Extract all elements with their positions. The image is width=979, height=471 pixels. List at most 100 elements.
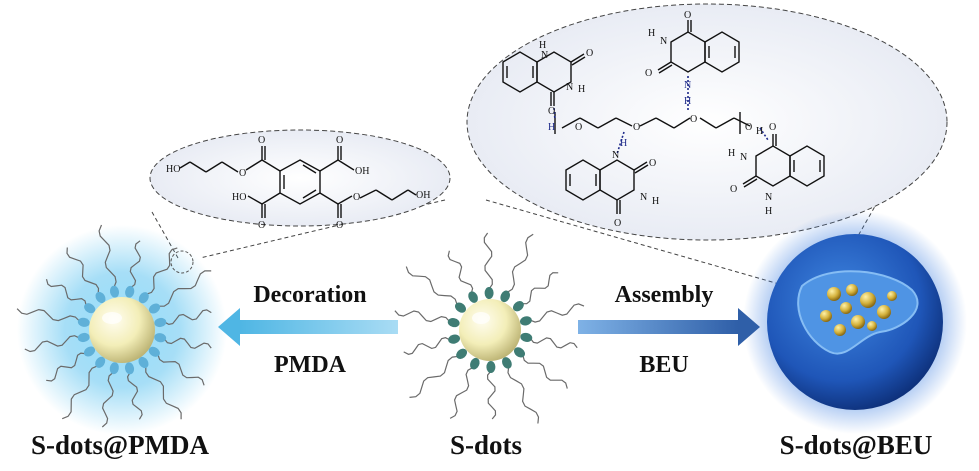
ligand-anchor <box>154 333 167 343</box>
ligand-anchor <box>484 287 494 299</box>
encapsulated-s-dot <box>851 315 865 329</box>
atom-ho: HO <box>166 164 180 175</box>
ligand-anchor <box>83 346 96 357</box>
ligand-chain <box>126 371 143 420</box>
ligand-chain <box>129 240 141 289</box>
ligand-chain <box>521 272 559 305</box>
ligand-anchor <box>500 290 510 303</box>
atom-n: N <box>740 152 747 163</box>
ligand-anchor <box>95 291 106 304</box>
ligand-chain <box>394 310 451 323</box>
atom-o: O <box>239 168 246 179</box>
encapsulated-s-dot <box>840 302 852 314</box>
atom-ho: HO <box>232 192 246 203</box>
ligand-anchor <box>77 332 90 343</box>
ligand-anchor <box>512 301 524 312</box>
ligand-chain <box>529 303 585 323</box>
atom-o: O <box>684 10 691 21</box>
beu-structure-callout: H N O N H O H O O O O H H N O O N H H N … <box>466 3 948 291</box>
ligand-chain <box>522 354 568 389</box>
ligand-anchor <box>84 303 96 314</box>
ligand-anchor <box>456 348 468 359</box>
ligand-chain <box>405 266 458 306</box>
ligand-anchor <box>109 362 119 375</box>
ligand-anchor <box>148 346 160 357</box>
ligand-anchor <box>138 356 149 369</box>
atom-h: H <box>728 148 735 159</box>
atom-h: H <box>548 122 555 133</box>
decoration-label: Decoration <box>253 282 367 308</box>
ligand-anchor <box>148 303 161 314</box>
ligand-chain <box>157 270 212 307</box>
s-dots-label: S-dots <box>449 430 523 460</box>
ligand-chain <box>24 335 81 353</box>
encapsulated-s-dot <box>867 321 877 331</box>
atom-oh: OH <box>416 190 430 201</box>
atom-o: O <box>769 122 776 133</box>
ligand-anchor <box>77 317 90 327</box>
atom-n: N <box>765 192 772 203</box>
ligand-chain <box>449 366 474 419</box>
ligand-chain <box>157 353 205 386</box>
ligand-anchor <box>502 357 512 369</box>
atom-n: N <box>660 36 667 47</box>
ligand-chain <box>447 250 474 294</box>
atom-o: O <box>336 220 343 231</box>
ligand-anchor <box>154 317 167 328</box>
atom-o: O <box>614 218 621 229</box>
pmda-benzene-ring <box>179 146 417 218</box>
ligand-chain <box>101 371 114 428</box>
atom-o: O <box>258 220 265 231</box>
ligand-chain <box>145 247 178 295</box>
ligand-anchor <box>520 332 533 342</box>
s-dots-beu-label: S-dots@BEU <box>779 430 933 460</box>
ligand-chain <box>483 232 493 290</box>
atom-o: O <box>633 122 640 133</box>
encapsulated-s-dot <box>887 291 897 301</box>
encapsulated-s-dot <box>820 310 832 322</box>
ligand-chain <box>61 365 99 420</box>
atom-n: N <box>640 192 647 203</box>
encapsulated-s-dot <box>834 324 846 336</box>
atom-o: O <box>649 158 656 169</box>
ligand-anchor <box>448 334 461 344</box>
atom-n: N <box>566 82 573 93</box>
ligand-chain <box>16 308 81 322</box>
ligand-anchor <box>470 357 480 370</box>
atom-oh: OH <box>355 166 369 177</box>
atom-n: N <box>541 50 548 61</box>
ligand-chain <box>98 224 117 289</box>
atom-o: O <box>575 122 582 133</box>
atom-h: H <box>765 206 772 217</box>
atom-h: H <box>684 96 691 107</box>
atom-n: N <box>684 80 691 91</box>
atom-h: H <box>620 138 627 149</box>
decoration-arrow <box>218 308 398 346</box>
atom-o: O <box>336 135 343 146</box>
ligand-anchor <box>514 347 525 358</box>
atom-h: H <box>648 28 655 39</box>
ligand-anchor <box>468 291 478 303</box>
ligand-anchor <box>447 318 460 328</box>
ligand-anchor <box>95 356 106 368</box>
atom-h: H <box>652 196 659 207</box>
encapsulated-s-dot <box>860 292 876 308</box>
atom-h: H <box>578 84 585 95</box>
ligand-anchor <box>138 292 149 304</box>
ligand-anchor <box>486 361 496 373</box>
assembly-label: Assembly <box>614 282 714 308</box>
s-dots-pmda-particle <box>16 224 227 435</box>
ligand-chain <box>409 355 459 398</box>
atom-o: O <box>730 184 737 195</box>
atom-n: N <box>612 150 619 161</box>
pmda-structure-callout: O O O O O O OH HO HO OH <box>149 129 451 259</box>
ligand-anchor <box>125 285 135 298</box>
encapsulated-s-dot <box>846 284 858 296</box>
ligand-chain <box>506 233 534 294</box>
ligand-chain <box>163 309 212 326</box>
encapsulated-s-dot <box>827 287 841 301</box>
atom-h: H <box>756 126 763 137</box>
atom-o: O <box>645 68 652 79</box>
ligand-chain <box>163 337 212 349</box>
